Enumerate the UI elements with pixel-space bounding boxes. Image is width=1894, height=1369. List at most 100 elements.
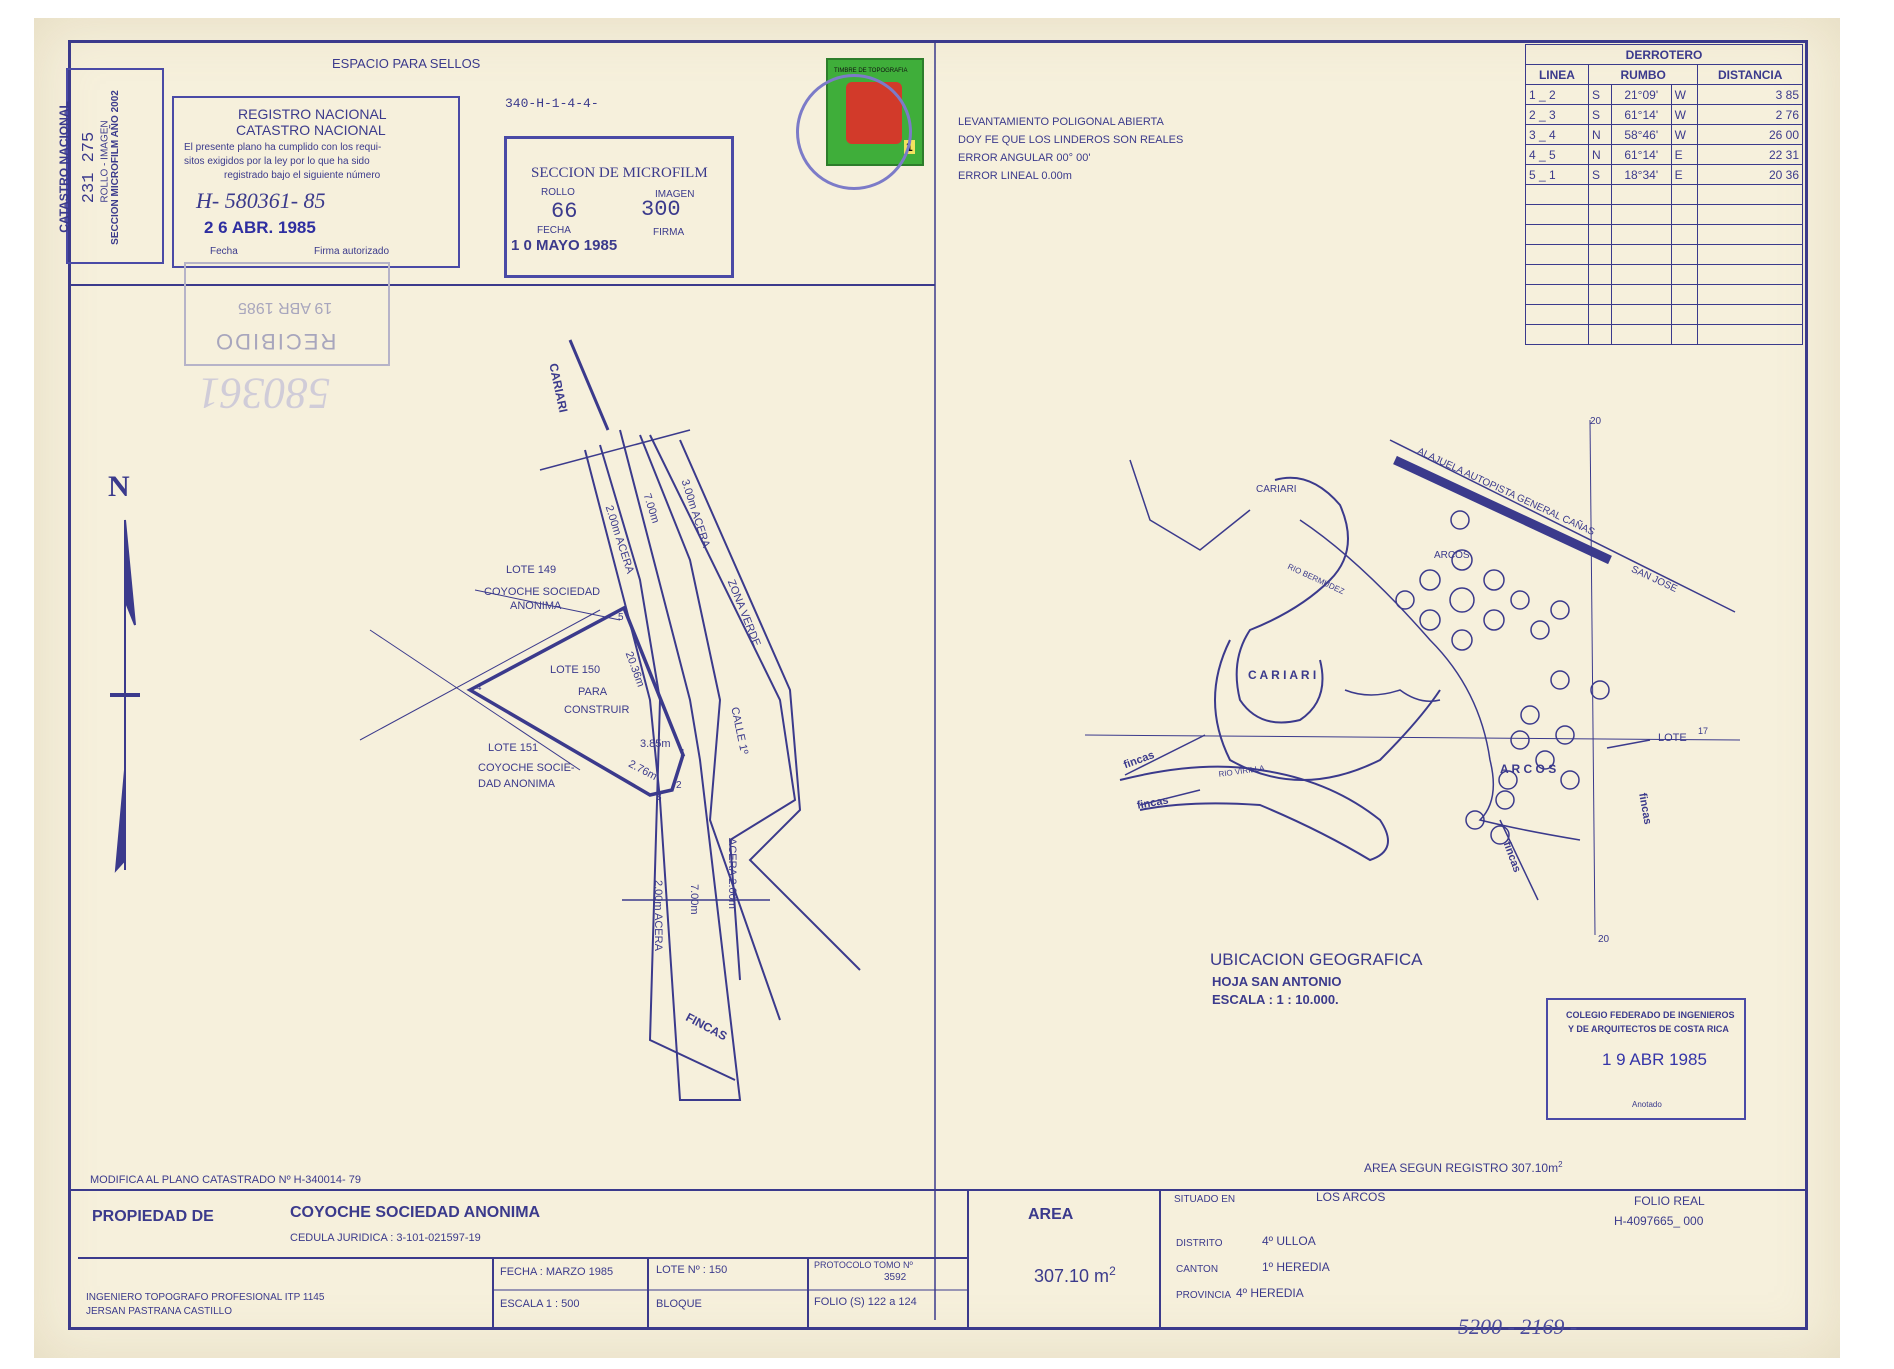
ubicacion-title: UBICACION GEOGRAFICA — [1210, 950, 1423, 969]
autopista-highway — [1393, 455, 1612, 565]
recibido-date: 19 ABR 1985 — [238, 299, 333, 316]
construction-line-1 — [369, 629, 581, 771]
lote151-label: LOTE 151 — [488, 742, 539, 754]
registro-nacional-stamp: REGISTRO NACIONAL CATASTRO NACIONAL El p… — [172, 96, 460, 268]
folio-real-label: FOLIO REAL — [1634, 1194, 1705, 1208]
north-label: N — [108, 470, 130, 503]
recibido-word: RECIBIDO — [214, 329, 337, 354]
fecha-field: FECHA : MARZO 1985 — [500, 1266, 614, 1278]
construction-line-2 — [359, 609, 601, 741]
derrotero-distance: 20 36 — [1697, 164, 1803, 185]
acera-c: ACERA 2.00m — [726, 838, 738, 909]
street-green-zone — [679, 439, 861, 971]
lote149-label: LOTE 149 — [506, 564, 557, 576]
provincia-value: 4º HEREDIA — [1236, 1286, 1304, 1300]
catastro-seccion: SECCION MICROFILM AÑO 2002 — [109, 90, 121, 245]
derrotero-direction: S — [1587, 164, 1612, 185]
derrotero-side: W — [1670, 84, 1699, 105]
derrotero-linea: 5 _ 1 — [1525, 164, 1589, 185]
canton-label: CANTON — [1176, 1264, 1219, 1275]
cross-line-top — [539, 429, 691, 471]
vertex-1: 1 — [680, 748, 686, 759]
ubicacion-escala: ESCALA : 1 : 10.000. — [1212, 992, 1339, 1007]
derrotero-angle: 61°14' — [1610, 144, 1672, 165]
registro-body3: registrado bajo el siguiente número — [224, 170, 381, 181]
derrotero-direction: S — [1587, 84, 1612, 105]
modifica-note: MODIFICA AL PLANO CATASTRADO Nº H-340014… — [90, 1174, 361, 1186]
folio-field: FOLIO (S) 122 a 124 — [814, 1296, 917, 1308]
derrotero-empty-row — [1525, 244, 1803, 265]
derrotero-direction: N — [1587, 144, 1612, 165]
lote-field: LOTE Nº : 150 — [656, 1264, 728, 1276]
bloque-field: BLOQUE — [656, 1298, 702, 1310]
vertex-3: 3 — [656, 792, 662, 803]
cariari-road — [568, 339, 610, 431]
map-grid-horizontal — [1084, 734, 1741, 741]
map-arcos-mid: A R C O S — [1500, 762, 1557, 776]
derrotero-title: DERROTERO — [1525, 44, 1803, 65]
acera-d: 2.00m ACERA — [652, 880, 664, 951]
lote150-use1: PARA — [578, 686, 608, 698]
derrotero-empty-row — [1525, 224, 1803, 245]
north-arrow-head — [124, 519, 136, 626]
map-grid-bottom: 20 — [1598, 934, 1610, 945]
map-cariari-mid: C A R I A R I — [1248, 668, 1317, 682]
recibido-stamp: 19 ABR 1985 RECIBIDO — [184, 262, 390, 366]
fincas-arrow-1 — [1124, 734, 1206, 776]
derrotero-angle: 58°46' — [1610, 124, 1672, 145]
espacio-sellos: ESPACIO PARA SELLOS — [332, 56, 481, 71]
protocolo-field: PROTOCOLO TOMO Nº — [814, 1260, 913, 1270]
dist-3-85: 3.85m — [640, 738, 671, 750]
microfilm-fecha-label: FECHA — [537, 225, 571, 236]
derrotero-direction: S — [1587, 104, 1612, 125]
fincas-arrow-2 — [1139, 789, 1201, 806]
distrito-value: 4º ULLOA — [1262, 1234, 1316, 1248]
derrotero-side: W — [1670, 124, 1699, 145]
handwritten-number: 580361 — [198, 369, 330, 418]
levantamiento-line2: DOY FE QUE LOS LINDEROS SON REALES — [958, 134, 1184, 146]
colegio-date: 1 9 ABR 1985 — [1602, 1050, 1707, 1069]
derrotero-direction: N — [1587, 124, 1612, 145]
situado-label: SITUADO EN — [1174, 1194, 1236, 1205]
situado-value: LOS ARCOS — [1316, 1190, 1386, 1204]
autopista-edge — [1389, 439, 1736, 613]
derrotero-angle: 61°14' — [1610, 104, 1672, 125]
rio-virilla-river — [1119, 765, 1389, 862]
postmark-ring — [796, 74, 912, 190]
lote150-label: LOTE 150 — [550, 664, 601, 676]
microfilm-imagen: 300 — [641, 197, 681, 222]
registro-body2: sitos exigidos por la ley por lo que ha … — [184, 156, 370, 167]
microfilm-fecha: 1 0 MAYO 1985 — [511, 237, 618, 254]
derrotero-side: E — [1670, 144, 1699, 165]
derrotero-angle: 21°09' — [1610, 84, 1672, 105]
cedula-juridica: CEDULA JURIDICA : 3-101-021597-19 — [290, 1232, 481, 1244]
vertex-4: 4 — [476, 682, 482, 693]
derrotero-angle: 18°34' — [1610, 164, 1672, 185]
microfilm-imagen-label: IMAGEN — [655, 189, 695, 200]
escala-field: ESCALA 1 : 500 — [500, 1298, 580, 1310]
plan-code: 340-H-1-4-4- — [505, 96, 599, 111]
colegio-line2: Y DE ARQUITECTOS DE COSTA RICA — [1568, 1024, 1729, 1034]
microfilm-stamp: SECCION DE MICROFILM ROLLO IMAGEN 66 300… — [504, 136, 734, 278]
area-registro-sup: 2 — [1558, 1160, 1563, 1169]
derrotero-empty-row — [1525, 324, 1803, 345]
cul-de-sac-roads — [1344, 689, 1441, 702]
map-arcos-top: ARCOS — [1434, 550, 1470, 561]
microfilm-rollo-label: ROLLO — [541, 187, 575, 198]
construction-line-3 — [474, 589, 621, 621]
lote149-owner2: ANONIMA — [510, 600, 562, 612]
levantamiento-line4: ERROR LINEAL 0.00m — [958, 170, 1072, 182]
arcos-hexagon-cluster — [1395, 510, 1610, 845]
derrotero-linea: 4 _ 5 — [1525, 144, 1589, 165]
street-left-edge — [584, 429, 742, 1101]
lote151-owner2: DAD ANONIMA — [478, 778, 556, 790]
lote151-owner1: COYOCHE SOCIE- — [478, 762, 575, 774]
area-registro: AREA SEGUN REGISTRO 307.10m2 — [1364, 1160, 1563, 1175]
area-value: 307.10 m2 — [1034, 1264, 1116, 1287]
derrotero-empty-row — [1525, 184, 1803, 205]
propiedad-label: PROPIEDAD DE — [92, 1208, 214, 1225]
